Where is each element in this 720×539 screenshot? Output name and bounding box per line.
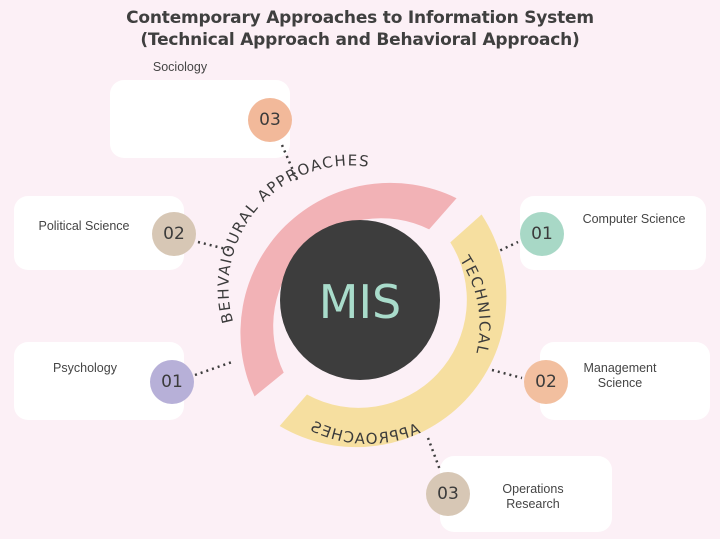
diagram-title-line-2: (Technical Approach and Behavioral Appro…	[140, 30, 580, 50]
mis-center-label: MIS	[319, 275, 401, 329]
label-computer-science: Computer Science	[582, 212, 686, 226]
badge-psychology: 01	[150, 360, 194, 404]
label-psychology: Psychology	[53, 361, 117, 375]
technical-approaches-arc	[279, 214, 507, 448]
label-operations-research: Operations Research	[502, 482, 564, 511]
connector-operations-research	[426, 437, 442, 471]
label-political-science: Political Science	[38, 219, 130, 233]
mis-center-circle	[280, 220, 440, 380]
badge-political-science: 02	[152, 212, 196, 256]
connector-management-science	[491, 368, 523, 380]
badge-computer-science: 01	[520, 212, 564, 256]
diagram-title-line-1: Contemporary Approaches to Information S…	[126, 8, 594, 28]
card-management-science	[540, 342, 710, 420]
label-sociology: Sociology	[152, 60, 208, 74]
connector-psychology	[194, 360, 233, 377]
label-management-science: Management Science	[583, 361, 657, 390]
badge-operations-research: 03	[426, 472, 470, 516]
badge-management-science: 02	[524, 360, 568, 404]
connector-sociology	[280, 144, 300, 183]
behavioural-approaches-arc	[240, 182, 457, 397]
badge-sociology: 03	[248, 98, 292, 142]
